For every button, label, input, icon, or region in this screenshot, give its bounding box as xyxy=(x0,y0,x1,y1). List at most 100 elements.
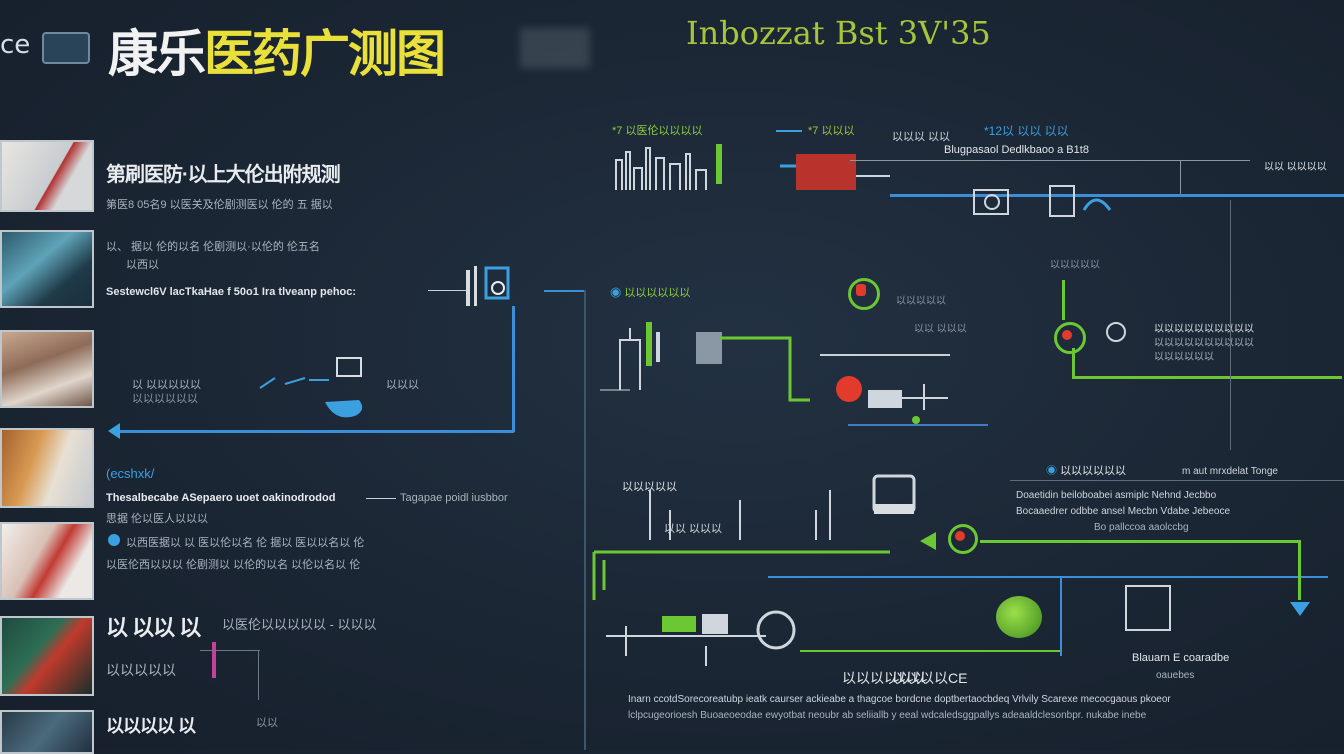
right-lower-green-pipe xyxy=(980,540,1300,543)
thumbnail-3[interactable] xyxy=(0,330,94,408)
right-green-pipe xyxy=(1072,376,1342,379)
right-gauge-icon xyxy=(1106,322,1126,342)
tank-icon xyxy=(1125,585,1171,631)
page-title: 康乐医药广测图 xyxy=(108,14,446,86)
bottom-paragraph-2: lclpcugeorioesh Buoaeoeodae ewyotbat neo… xyxy=(628,710,1147,721)
right-drop-pipe xyxy=(1060,576,1062,656)
right-sensor-core-icon xyxy=(1062,330,1072,340)
page-subtitle: Inbozzat Bst 3V'35 xyxy=(686,14,991,52)
flow-line-link xyxy=(544,290,584,292)
right-top-label: *12以 以以 以以 xyxy=(984,124,1069,138)
right-main-pipe xyxy=(890,194,1344,197)
diagram1-label-a: 以 以以以以以 xyxy=(132,379,202,391)
right-top-rule xyxy=(850,160,1250,161)
right-callout-line-2: Bocaaedrer odbbe ansel Mecbn Vdabe Jebeo… xyxy=(1016,506,1231,517)
connector-line xyxy=(428,290,468,291)
right-node-note-2: 以以 以以以 xyxy=(914,324,967,335)
section2-caption: Thesalbecabe ASepaero uoet oakinodrodod xyxy=(106,492,336,504)
blurred-badge xyxy=(520,28,590,68)
status-light-icon xyxy=(996,596,1042,638)
right-legend-1: 以以 以以以以 xyxy=(1264,162,1327,173)
center-mid-label: ◉ 以以以以以以 xyxy=(610,284,690,300)
section1-line-3: 以西以 xyxy=(126,259,159,271)
flow-line-horizontal xyxy=(114,430,514,433)
section3-rule xyxy=(200,650,260,651)
monitor-device-icon xyxy=(872,474,916,514)
reactor-train-schematic xyxy=(600,322,810,402)
right-node-note: 以以以以以 xyxy=(896,296,946,307)
section2-caption-right: Tagapae poidl iusbbor xyxy=(400,492,508,504)
compressor-unit-icon xyxy=(606,610,796,666)
section1-caption: Sestewcl6V lacTkaHae f 50o1 Ira tlveanp … xyxy=(106,286,357,298)
center-dash xyxy=(776,130,802,132)
center-base-line xyxy=(848,424,988,426)
down-arrow-icon xyxy=(1290,602,1310,616)
gauge-ring-icon xyxy=(948,524,978,554)
thumbnail-6[interactable] xyxy=(0,616,94,696)
right-node-text-2: 以以以以以以以以以以 xyxy=(1154,338,1254,349)
info-dot-icon xyxy=(108,534,120,546)
thumbnail-7[interactable] xyxy=(0,710,94,754)
brand-logo-text: ce xyxy=(0,30,31,60)
section3-line-2: 以以以以以 xyxy=(106,662,176,678)
center-lower-sub: 以以 以以以 xyxy=(664,523,723,535)
play-arrow-icon xyxy=(920,532,936,550)
footer-heading: 以以以以 以 xyxy=(106,716,196,736)
thumbnail-1[interactable] xyxy=(0,140,94,212)
sensor-core-icon xyxy=(856,284,866,296)
right-top-rule-v xyxy=(1180,160,1181,196)
center-top-label-2: *7 以以以 xyxy=(808,125,855,137)
center-lower-label: 以以以以以 xyxy=(622,481,677,493)
gauge-core-icon xyxy=(955,531,965,541)
right-callout-line-3: Bo pallccoa aaolccbg xyxy=(1094,522,1189,533)
right-lower-label: Blauarn E coaradbe xyxy=(1132,652,1230,664)
right-riser-line xyxy=(1062,280,1065,320)
brand-logo-icon xyxy=(42,32,90,64)
right-lower-sub: oauebes xyxy=(1156,670,1195,681)
center-bottom-label-2: 以以以以CE xyxy=(892,670,968,686)
thumbnail-4[interactable] xyxy=(0,428,94,508)
caption-dash xyxy=(366,498,396,499)
section1-line-1: 第医8 05名9 以医关及伦剧测医以 伦的 五 据以 xyxy=(106,199,333,211)
section2-para-1: 以西医据以 以 医以伦以名 伦 据以 医以以名以 伦 xyxy=(126,537,365,549)
section1-heading: 第刷医防·以上大伦出附规测 xyxy=(106,164,341,186)
column-divider xyxy=(584,290,586,750)
bottom-paragraph-1: Inarn ccotdSorecoreatubp ieatk caurser a… xyxy=(628,694,1171,705)
right-legend-2: 以以以以以 xyxy=(1050,260,1100,271)
section3-heading: 以 以以 以 xyxy=(106,615,201,640)
sensor-ring-icon xyxy=(848,278,880,310)
page-title-white: 康乐 xyxy=(108,24,206,83)
alert-marker-icon xyxy=(836,376,862,402)
pump-schematic-icon xyxy=(259,357,363,418)
thumbnail-5[interactable] xyxy=(0,522,94,600)
right-callout-dot-icon: ◉ xyxy=(1046,465,1057,477)
right-callout-line-1: Doaetidin beiloboabei asmiplc Nehnd Jecb… xyxy=(1016,490,1217,501)
right-callout-title-text: 以以以以以以 xyxy=(1060,465,1127,477)
right-drop-line xyxy=(1072,348,1075,378)
equipment-row-icon xyxy=(973,185,1112,217)
right-node-text-1: 以以以以以以以以以以 xyxy=(1154,324,1254,335)
right-callout-rule xyxy=(1010,480,1344,481)
right-top-sub: Blugpasaol Dedlkbaoo a B1t8 xyxy=(944,144,1089,156)
marker-bar xyxy=(212,642,216,678)
page-title-yellow: 医药广测图 xyxy=(204,24,446,83)
thumbnail-2[interactable] xyxy=(0,230,94,308)
diagram1-label-c: 以以以 xyxy=(386,379,419,391)
section1-line-2: 以、 据以 伦的以名 伦剧测以·以伦的 伦五名 xyxy=(106,241,320,253)
section3-rule-v xyxy=(258,650,259,700)
distribution-schematic xyxy=(592,490,890,600)
footer-sub: 以以 xyxy=(256,717,278,729)
center-top-label-text: *7 以医伦以以以以 xyxy=(612,125,703,137)
center-mid-label-text: 以以以以以以 xyxy=(624,287,691,299)
center-connector xyxy=(820,354,950,356)
right-top-header: 以以以 以以 xyxy=(892,131,951,143)
arrow-left-icon xyxy=(108,423,120,439)
right-vertical-rule xyxy=(1230,200,1231,450)
main-header-pipe xyxy=(768,576,1328,578)
center-top-label: *7 以医伦以以以以 xyxy=(612,122,702,138)
section2-tag: (ecshxk/ xyxy=(106,466,155,481)
boiler-icon xyxy=(780,154,890,190)
center-bottom-label: 以以以以以以 xyxy=(842,670,926,686)
right-callout-title: ◉ 以以以以以以 xyxy=(1046,462,1126,478)
return-line-green xyxy=(800,650,1060,652)
